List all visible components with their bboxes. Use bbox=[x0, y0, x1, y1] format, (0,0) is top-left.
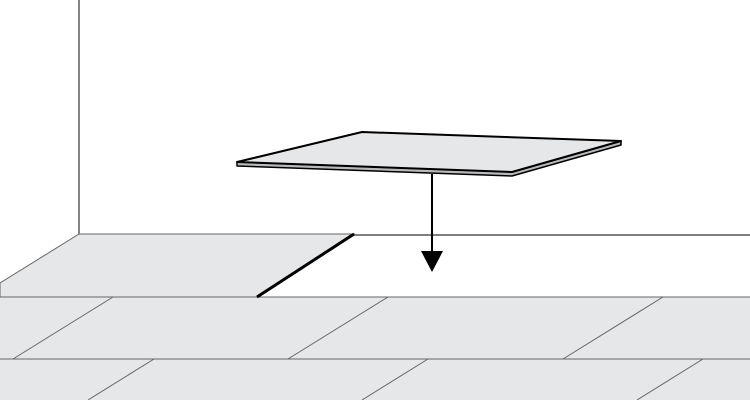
cut-tile-edge bbox=[256, 232, 355, 299]
placement-arrow bbox=[421, 174, 443, 272]
tile-top bbox=[236, 131, 622, 173]
wall bbox=[78, 0, 750, 236]
tile-row-1 bbox=[0, 297, 750, 359]
laid-floor-tiles bbox=[0, 232, 750, 400]
arrow-head bbox=[421, 251, 443, 272]
tile-row-2 bbox=[0, 359, 750, 400]
new-tile bbox=[236, 131, 622, 177]
partial-tile-row bbox=[0, 233, 356, 298]
